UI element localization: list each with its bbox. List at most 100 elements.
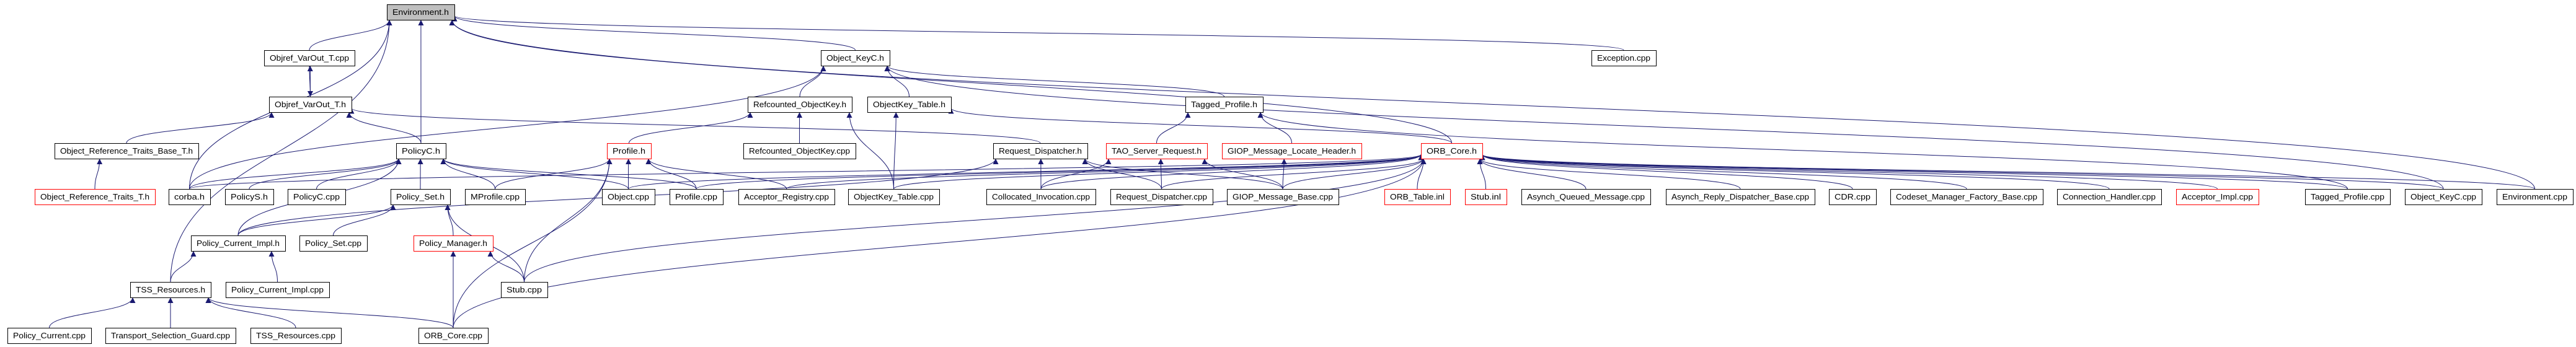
graph-node-objkeyc-h[interactable]: Object_KeyC.h	[821, 50, 890, 66]
graph-node-pci-h[interactable]: Policy_Current_Impl.h	[191, 235, 286, 252]
node-label: MProfile.cpp	[471, 192, 520, 201]
graph-node-policymgr-h[interactable]: Policy_Manager.h	[414, 235, 494, 252]
graph-node-policyset-h[interactable]: Policy_Set.h	[391, 189, 451, 205]
graph-node-policyset-cpp[interactable]: Policy_Set.cpp	[299, 235, 368, 252]
node-label: Policy_Current_Impl.cpp	[231, 285, 324, 294]
graph-node-profile-cpp[interactable]: Profile.cpp	[670, 189, 724, 205]
node-label: Acceptor_Impl.cpp	[2182, 192, 2253, 201]
node-label: Object_Reference_Traits_T.h	[40, 192, 149, 201]
graph-node-env-cpp[interactable]: Environment.cpp	[2497, 189, 2574, 205]
dependency-edge-stub_cpp-to-profile_h	[524, 158, 613, 283]
graph-node-pci-cpp[interactable]: Policy_Current_Impl.cpp	[226, 282, 330, 298]
graph-node-refcnt-cpp[interactable]: Refcounted_ObjectKey.cpp	[743, 143, 856, 159]
dependency-edge-tagged_cpp-to-orbcore_h	[1479, 154, 2348, 190]
graph-node-accimpl-cpp[interactable]: Acceptor_Impl.cpp	[2176, 189, 2259, 205]
node-label: Policy_Set.h	[396, 192, 445, 201]
graph-node-orbcore-cpp[interactable]: ORB_Core.cpp	[418, 328, 489, 344]
node-box	[299, 235, 368, 252]
graph-node-stub-inl[interactable]: Stub.inl	[1465, 189, 1507, 205]
node-box	[738, 189, 835, 205]
node-label: Object_KeyC.cpp	[2410, 192, 2476, 201]
dependency-edge-env_cpp-to-orbcore_h	[1480, 154, 2535, 190]
graph-node-env-h[interactable]: Environment.h	[387, 4, 455, 20]
dependency-edge-tss_h-to-env_h	[170, 19, 392, 283]
node-label: PolicyC.cpp	[293, 192, 340, 201]
graph-node-cdr-cpp[interactable]: CDR.cpp	[1829, 189, 1877, 205]
graph-node-refcnt-h[interactable]: Refcounted_ObjectKey.h	[748, 97, 852, 113]
node-label: ORB_Core.cpp	[424, 331, 482, 340]
node-box	[1384, 189, 1451, 205]
graph-node-profile-h[interactable]: Profile.h	[607, 143, 652, 159]
node-box	[414, 235, 494, 252]
graph-node-ortb-h[interactable]: Object_Reference_Traits_Base_T.h	[55, 143, 199, 159]
graph-node-tsg-cpp[interactable]: Transport_Selection_Guard.cpp	[105, 328, 236, 344]
node-box	[1465, 189, 1507, 205]
graph-node-reqdisp-cpp[interactable]: Request_Dispatcher.cpp	[1110, 189, 1213, 205]
graph-node-objref-cpp[interactable]: Objref_VarOut_T.cpp	[264, 50, 355, 66]
graph-node-tagged-h[interactable]: Tagged_Profile.h	[1185, 97, 1264, 113]
graph-node-policyc-cpp[interactable]: PolicyC.cpp	[288, 189, 346, 205]
graph-node-exception-cpp[interactable]: Exception.cpp	[1591, 50, 1657, 66]
graph-node-cmfb-cpp[interactable]: Codeset_Manager_Factory_Base.cpp	[1890, 189, 2043, 205]
dependency-edge-objkeyc_cpp-to-objkeyc_h	[884, 65, 2444, 190]
dependency-edge-pci_h-to-policyset_h	[237, 204, 396, 236]
dependency-edge-colloc_cpp-to-orbcore_h	[1040, 154, 1424, 190]
dependency-edge-orbcore_h-to-okt_h	[948, 108, 1452, 144]
node-box	[1829, 189, 1877, 205]
graph-node-stub-cpp[interactable]: Stub.cpp	[501, 282, 548, 298]
graph-node-object-cpp[interactable]: Object.cpp	[602, 189, 655, 205]
graph-node-tss-h[interactable]: TSS_Resources.h	[130, 282, 211, 298]
graph-node-colloc-cpp[interactable]: Collocated_Invocation.cpp	[986, 189, 1096, 205]
node-box	[748, 97, 852, 113]
graph-node-accreg-cpp[interactable]: Acceptor_Registry.cpp	[738, 189, 835, 205]
graph-node-orbcore-h[interactable]: ORB_Core.h	[1421, 143, 1483, 159]
node-box	[191, 235, 286, 252]
graph-node-tagged-cpp[interactable]: Tagged_Profile.cpp	[2305, 189, 2391, 205]
node-label: PolicyS.h	[231, 192, 268, 201]
node-label: Profile.h	[613, 146, 645, 156]
dependency-edge-accreg_cpp-to-orbcore_h	[786, 154, 1424, 190]
dependency-edge-env_cpp-to-env_h	[449, 19, 2535, 190]
graph-node-okt-h[interactable]: ObjectKey_Table.h	[867, 97, 952, 113]
dependency-edge-connh_cpp-to-orbcore_h	[1479, 154, 2110, 190]
graph-node-objkeyc-cpp[interactable]: Object_KeyC.cpp	[2405, 189, 2482, 205]
graph-node-mprofile-cpp[interactable]: MProfile.cpp	[465, 189, 526, 205]
node-box	[867, 97, 952, 113]
dependency-edge-stub_inl-to-orbcore_h	[1477, 158, 1486, 190]
dependency-edge-orbcore_h-to-env_h	[449, 19, 1452, 144]
graph-node-policys-h[interactable]: PolicyS.h	[225, 189, 274, 205]
node-box	[169, 189, 211, 205]
graph-node-ardb-cpp[interactable]: Asynch_Reply_Dispatcher_Base.cpp	[1666, 189, 1815, 205]
dependency-edge-policys_h-to-policyc_h	[249, 158, 402, 190]
graph-node-tsr-h[interactable]: TAO_Server_Request.h	[1106, 143, 1208, 159]
node-label: Stub.cpp	[507, 285, 542, 294]
node-label: Refcounted_ObjectKey.h	[753, 100, 846, 109]
graph-node-orbtable-inl[interactable]: ORB_Table.inl	[1384, 189, 1451, 205]
graph-node-objref-h[interactable]: Objref_VarOut_T.h	[269, 97, 352, 113]
node-box	[2305, 189, 2391, 205]
node-label: Acceptor_Registry.cpp	[744, 192, 829, 201]
dependency-edge-reqdisp_cpp-to-orbcore_h	[1161, 158, 1427, 190]
graph-node-connh-cpp[interactable]: Connection_Handler.cpp	[2057, 189, 2162, 205]
graph-node-okt-cpp[interactable]: ObjectKey_Table.cpp	[848, 189, 940, 205]
graph-node-corba-h[interactable]: corba.h	[169, 189, 211, 205]
graph-node-giopl-h[interactable]: GIOP_Message_Locate_Header.h	[1222, 143, 1362, 159]
dependency-edge-mprofile_cpp-to-profile_h	[495, 158, 613, 190]
dependency-edge-objkeyc_cpp-to-orbcore_h	[1480, 154, 2444, 190]
graph-node-policyc-h[interactable]: PolicyC.h	[396, 143, 446, 159]
graph-node-aqm-cpp[interactable]: Asynch_Queued_Message.cpp	[1521, 189, 1651, 205]
node-label: Environment.cpp	[2502, 192, 2567, 201]
graph-node-pc-cpp[interactable]: Policy_Current.cpp	[7, 328, 92, 344]
node-label: Refcounted_ObjectKey.cpp	[749, 146, 850, 156]
node-label: Collocated_Invocation.cpp	[992, 192, 1090, 201]
graph-node-giopb-cpp[interactable]: GIOP_Message_Base.cpp	[1227, 189, 1339, 205]
graph-node-ort-h[interactable]: Object_Reference_Traits_T.h	[35, 189, 156, 205]
graph-node-reqdisp-h[interactable]: Request_Dispatcher.h	[993, 143, 1088, 159]
graph-node-tss-cpp[interactable]: TSS_Resources.cpp	[250, 328, 342, 344]
dependency-edge-tss_cpp-to-tss_h	[205, 297, 296, 328]
node-label: Codeset_Manager_Factory_Base.cpp	[1896, 192, 2037, 201]
node-box	[387, 4, 455, 20]
dependency-edge-exception_cpp-to-env_h	[452, 15, 1624, 51]
node-box	[55, 143, 199, 159]
